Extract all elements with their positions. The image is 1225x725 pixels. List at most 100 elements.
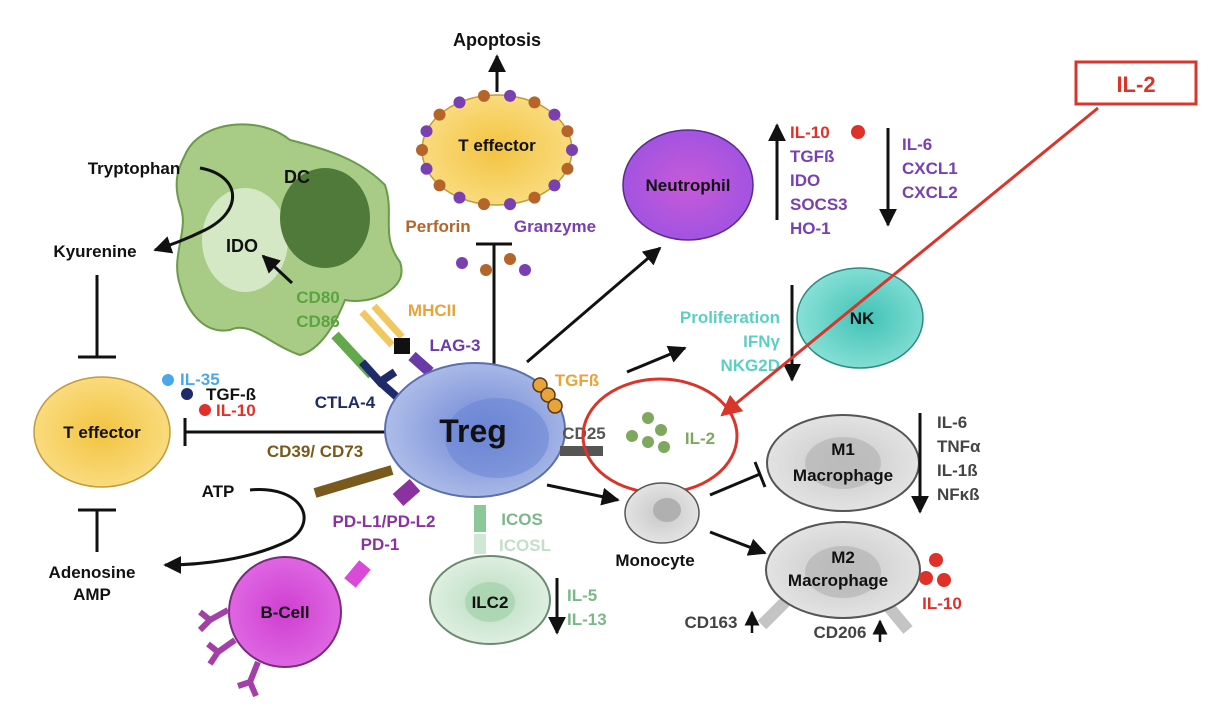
arrow-cd80-to-ido [261,254,294,285]
cd86-label: CD86 [296,312,339,331]
granule-dot [433,108,446,121]
treg-cell: Treg [384,362,566,498]
monocyte-label: Monocyte [615,551,694,570]
il10-m2-dot [919,571,933,585]
granule-dot [433,179,446,192]
granule-dot [548,108,561,121]
dc-label: DC [284,167,310,187]
mhcii-label: MHCII [408,301,456,320]
inhibit-m1-bar [753,461,767,488]
arrow-treg-to-monocyte [546,483,620,506]
granule-dot [561,162,574,175]
perforin-label: Perforin [405,217,470,236]
granule-dot [453,96,466,109]
lag3-receptor [408,351,434,377]
kyurenine-label: Kyurenine [53,242,136,261]
arrow-treg-to-neutrophil [526,246,662,364]
granule-dot [504,89,517,102]
atp-label: ATP [202,482,235,501]
neutrophil-up-item-0: IL-10 [790,123,830,142]
granule-dot [561,125,574,138]
adenosine-label: Adenosine [49,563,136,582]
mhcii-receptor [371,303,405,340]
m1-label-line2: Macrophage [793,466,893,485]
granule-dot [528,191,541,204]
granule-dot [504,253,516,265]
bcell-receptors [197,607,261,698]
icosl-label: ICOSL [499,536,551,555]
granule-dot [528,96,541,109]
pd1-label: PD-1 [361,535,400,554]
il35-label: IL-35 [180,370,220,389]
neutrophil-label: Neutrophil [646,176,731,195]
granule-dot [504,198,517,211]
tryptophan-to-kyurenine-arrow [153,166,235,254]
il2-callout-arrow [720,106,1099,417]
nkg2d-label: NKG2D [720,356,780,375]
il10-neut-dot [851,125,865,139]
neutrophil-up-item-2: IDO [790,171,820,190]
granule-dot [548,179,561,192]
mhcii-receptor [359,309,395,348]
granule-dot [416,144,428,156]
il2-dot [626,430,638,442]
pdl1-ligand [344,560,371,588]
neutrophil-up-item-3: SOCS3 [790,195,848,214]
granule-dot [420,125,433,138]
ilc2-label: ILC2 [472,593,509,612]
il35-dot [162,374,174,386]
m1-down-item-1: TNFα [937,437,981,456]
m2-label-line2: Macrophage [788,571,888,590]
neutrophil-up-item-1: TGFß [790,147,834,166]
granule-dot [519,264,531,276]
il5-label: IL-5 [567,586,597,605]
cd206-label: CD206 [814,623,867,642]
granule-dot [480,264,492,276]
cd39-cd73-receptor [313,465,394,498]
ilc2-cell: ILC2 [429,555,551,645]
il2-dot [642,436,654,448]
tgfb-receptor-dot [540,387,556,403]
il10-m2-label: IL-10 [922,594,962,613]
t-effector-top-cell: T effector [416,89,578,211]
ctla4-label: CTLA-4 [315,393,376,412]
t-effector-left-label: T effector [63,423,141,442]
dc-nucleus [280,168,370,268]
apoptosis-label: Apoptosis [453,30,541,50]
nk-label: NK [850,309,875,328]
arrow-monocyte-to-m2 [709,530,767,556]
m1-down-item-2: IL-1ß [937,461,978,480]
m2-macrophage-cell: M2 Macrophage [765,521,921,619]
granule-dot [420,162,433,175]
atp-to-adenosine-arrow [163,488,306,574]
cd39-cd73-label: CD39/ CD73 [267,442,363,461]
nk-cell: NK [796,267,924,369]
il13-label: IL-13 [567,610,607,629]
il2-dot [658,441,670,453]
il10-dot [199,404,211,416]
tryptophan-label: Tryptophan [88,159,181,178]
pd1-receptor [392,479,421,506]
granule-dot [456,257,468,269]
il2-center-label: IL-2 [685,429,715,448]
tgfb-treg-label: TGFß [555,371,599,390]
neutrophil-down-item-0: IL-6 [902,135,932,154]
tgfb-receptor-dot [547,398,563,414]
pdl1-pdl2-label: PD-L1/PD-L2 [333,512,436,531]
inhibit-m1-stem [709,472,761,497]
il2-callout-label: IL-2 [1116,72,1155,97]
t-effector-top-label: T effector [458,136,536,155]
amp-label: AMP [73,585,111,604]
b-cell: B-Cell [228,556,342,668]
icos-label: ICOS [501,510,543,529]
lag3-ligand [394,338,410,354]
ifny-label: IFNγ [743,332,780,351]
il10-left-label: IL-10 [216,401,256,420]
arrow-treg-to-nk [626,345,687,374]
il2-dot [642,412,654,424]
bcell-label: B-Cell [260,603,309,622]
